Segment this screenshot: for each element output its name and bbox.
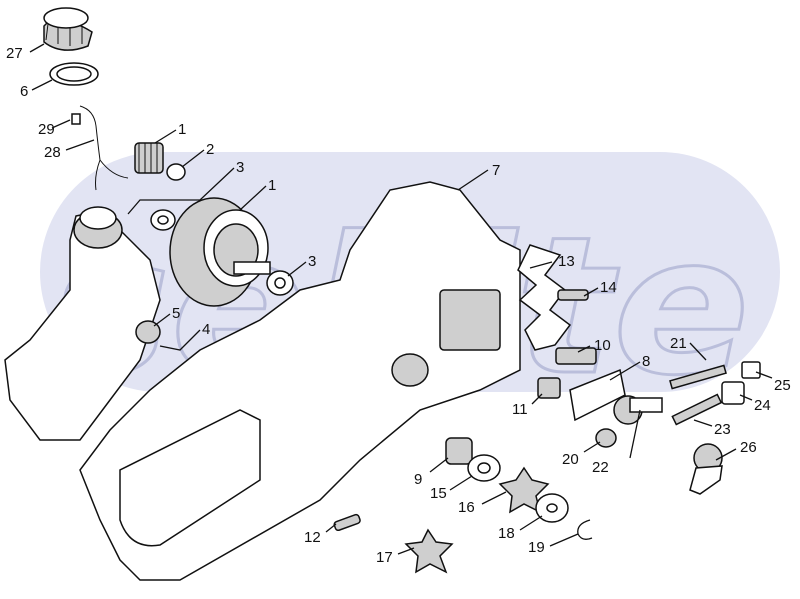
callout-23: 23 xyxy=(714,421,731,438)
callout-1-lower: 1 xyxy=(268,177,276,194)
callout-9: 9 xyxy=(414,471,422,488)
callout-5: 5 xyxy=(172,305,180,322)
callout-3-lower: 3 xyxy=(308,253,316,270)
lever-26-part xyxy=(689,443,723,495)
star-sprocket-part xyxy=(498,466,550,514)
washer-15-part xyxy=(467,454,501,482)
callout-14: 14 xyxy=(600,279,617,296)
screw-12-part xyxy=(333,513,361,532)
seal-ring-part xyxy=(49,62,99,86)
sleeve-9-part xyxy=(445,437,473,465)
long-screw-part xyxy=(669,364,727,390)
callout-15: 15 xyxy=(430,485,447,502)
callout-12: 12 xyxy=(304,529,321,546)
callout-8: 8 xyxy=(642,353,650,370)
washer-18-part xyxy=(535,493,569,523)
screw-14-part xyxy=(557,289,589,301)
tensioner-strip-part xyxy=(517,244,572,351)
callout-11: 11 xyxy=(512,401,528,418)
callout-25: 25 xyxy=(774,377,791,394)
drum-gear-part xyxy=(169,197,271,307)
pin-20-part xyxy=(595,428,617,448)
callout-17: 17 xyxy=(376,549,393,566)
callout-7: 7 xyxy=(492,162,500,179)
washer-upper-part xyxy=(150,209,176,231)
adjust-bolt-part xyxy=(555,347,597,365)
callout-18: 18 xyxy=(498,525,515,542)
nut-11-part xyxy=(537,377,561,399)
circlip-part xyxy=(577,519,593,540)
housing-port-part xyxy=(391,353,429,387)
leader-lines xyxy=(29,43,773,555)
callout-20: 20 xyxy=(562,451,579,468)
callout-4: 4 xyxy=(202,321,210,338)
callout-21: 21 xyxy=(670,335,687,352)
callout-19: 19 xyxy=(528,539,545,556)
bolt-23-part xyxy=(671,393,723,426)
callout-28: 28 xyxy=(44,144,61,161)
callout-22: 22 xyxy=(592,459,609,476)
housing-slot-part xyxy=(119,409,261,547)
callout-6: 6 xyxy=(20,83,28,100)
callout-2: 2 xyxy=(206,141,214,158)
callout-13: 13 xyxy=(558,253,575,270)
clip-24-part xyxy=(721,381,745,405)
callout-10: 10 xyxy=(594,337,611,354)
callout-26: 26 xyxy=(740,439,757,456)
tank-neck-part xyxy=(73,206,123,249)
callout-1-upper: 1 xyxy=(178,121,186,138)
callout-27: 27 xyxy=(6,45,23,62)
guide-strip-part xyxy=(569,368,626,422)
callout-29: 29 xyxy=(38,121,55,138)
star-sprocket-17-part xyxy=(404,528,454,574)
housing-window-part xyxy=(439,289,501,351)
callout-24: 24 xyxy=(754,397,771,414)
callout-labels: 27 6 29 28 1 2 3 1 3 5 4 7 13 14 10 8 11… xyxy=(6,45,791,566)
callout-3-upper: 3 xyxy=(236,159,244,176)
clip-25-part xyxy=(741,361,761,379)
small-gear-part xyxy=(134,142,164,174)
bearing-5-part xyxy=(135,320,161,344)
cord-screw-part xyxy=(71,105,129,191)
bushing-part xyxy=(166,163,186,181)
oil-cap-part xyxy=(43,7,93,51)
callout-16: 16 xyxy=(458,499,475,516)
washer-lower-part xyxy=(266,270,294,296)
cam-part xyxy=(613,395,663,425)
